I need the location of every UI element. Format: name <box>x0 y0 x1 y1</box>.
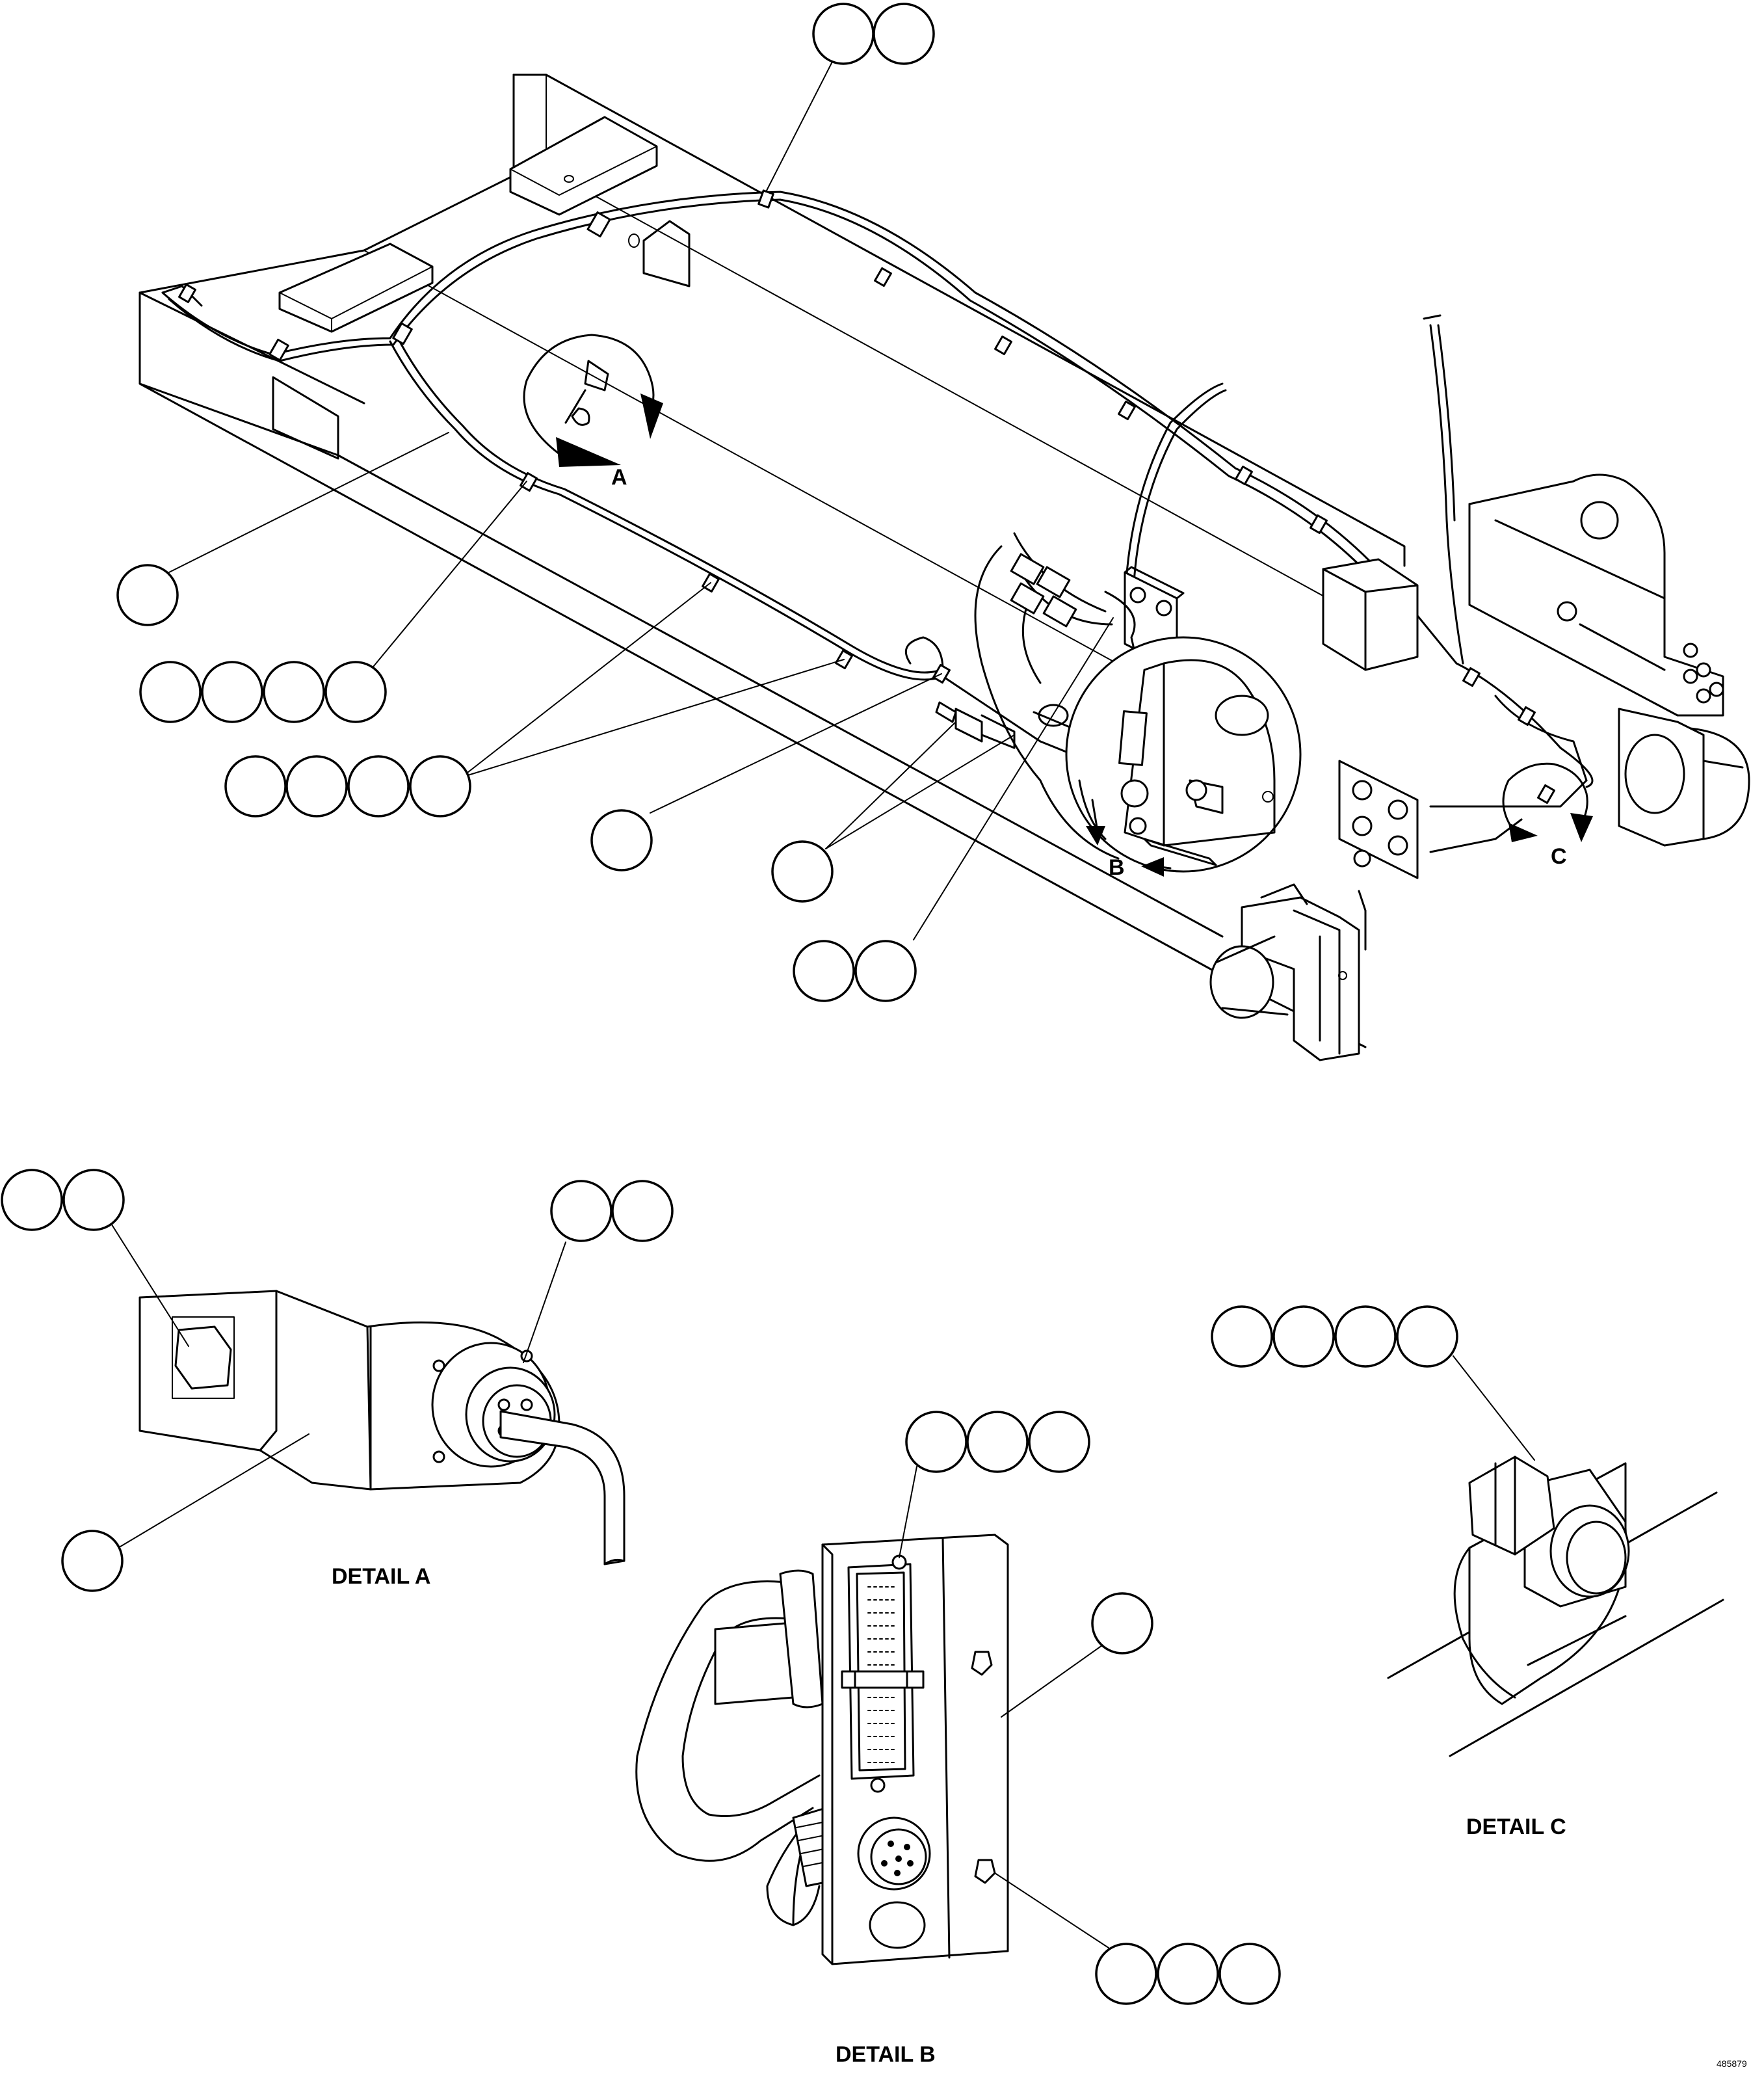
callout-balloon <box>1218 1943 1281 2005</box>
callout-balloon <box>409 755 471 818</box>
callout-balloon <box>1028 1411 1090 1473</box>
callout-balloon <box>285 755 348 818</box>
callout-balloon <box>347 755 410 818</box>
callout-balloon <box>116 564 179 626</box>
view-label-a: A <box>611 465 627 490</box>
callout-balloon <box>1272 1305 1335 1368</box>
detail-b-caption: DETAIL B <box>836 2042 936 2067</box>
view-label-b: B <box>1109 855 1125 880</box>
callout-balloon <box>550 1180 612 1242</box>
callout-balloon <box>590 809 653 871</box>
callout-balloon <box>1091 1592 1153 1655</box>
callout-balloons-main <box>116 3 935 1002</box>
mounting-pad-center <box>509 116 658 216</box>
callout-balloons-detail-a <box>1 1169 674 1592</box>
callout-balloon <box>793 940 855 1002</box>
callout-balloon <box>905 1411 968 1473</box>
callout-balloon <box>61 1530 124 1592</box>
detail-a-caption: DETAIL A <box>332 1564 430 1589</box>
callout-balloon <box>771 840 834 903</box>
view-label-c: C <box>1551 844 1567 869</box>
view-arrow-b: B <box>1086 799 1172 880</box>
callout-balloons-detail-b <box>905 1411 1281 2005</box>
connector-pins <box>867 1586 898 1763</box>
callout-balloon <box>873 3 935 65</box>
callout-balloon <box>1095 1943 1157 2005</box>
wire-harness <box>161 191 1594 860</box>
detail-c-caption: DETAIL C <box>1466 1815 1566 1839</box>
callout-balloon <box>1211 1305 1273 1368</box>
connector-bracket-a <box>564 360 609 426</box>
callout-balloon <box>1 1169 63 1231</box>
callout-balloon <box>812 3 875 65</box>
callout-balloon <box>1396 1305 1458 1368</box>
detail-c: DETAIL C <box>1387 1355 1724 1839</box>
callout-balloons-detail-c <box>1211 1305 1458 1368</box>
main-assembly: A <box>138 73 1750 1061</box>
front-light-assembly <box>1209 883 1367 1061</box>
callout-balloon <box>224 755 287 818</box>
view-arrow-c: C <box>1502 762 1593 869</box>
figure-number: 485879 <box>1717 2058 1747 2069</box>
callout-balloon <box>1157 1943 1219 2005</box>
callout-balloon <box>62 1169 125 1231</box>
callout-balloon <box>611 1180 674 1242</box>
callout-balloon <box>324 661 387 723</box>
callout-balloon <box>139 661 202 723</box>
detail-b-inset <box>1065 636 1302 873</box>
detail-a: DETAIL A <box>107 1222 625 1589</box>
view-arrow-a: A <box>523 334 663 490</box>
right-end-assembly <box>1322 473 1750 879</box>
detail-b: DETAIL B <box>635 1466 1109 2067</box>
callout-balloon <box>263 661 325 723</box>
callout-balloon <box>201 661 263 723</box>
callout-balloon <box>1334 1305 1397 1368</box>
callout-balloon <box>966 1411 1029 1473</box>
callout-leaders-main <box>168 61 1114 940</box>
callout-balloon <box>854 940 917 1002</box>
mounting-pad-left <box>278 243 434 333</box>
